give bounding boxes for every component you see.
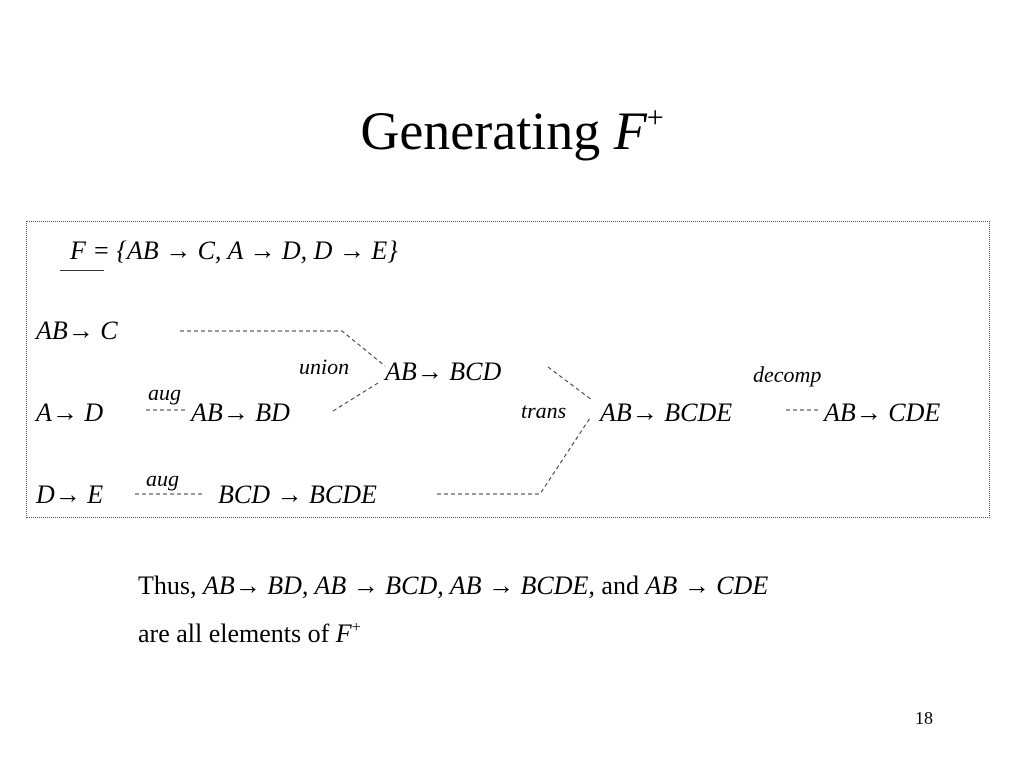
derivation-diagram-frame	[26, 221, 990, 518]
slide-number: 18	[915, 708, 933, 728]
given-fd-a-d: A→ D	[36, 398, 104, 427]
derived-fd-bcd-bcde: BCD → BCDE	[218, 480, 377, 509]
rule-label-aug-1: aug	[148, 380, 181, 405]
connector-ab-bcd-to-trans	[547, 366, 593, 401]
connector-ab-bd-to-union	[332, 382, 379, 412]
rule-label-aug-2: aug	[146, 466, 179, 491]
rule-label-union: union	[299, 354, 350, 379]
given-fd-set: F = {AB → C, A → D, D → E}	[70, 236, 398, 265]
connector-ab-c-to-union	[180, 330, 386, 367]
derived-fd-ab-bcde: AB→ BCDE	[600, 398, 733, 427]
rule-label-decomp: decomp	[753, 362, 822, 387]
derived-fd-ab-cde: AB→ CDE	[824, 398, 941, 427]
derived-fd-ab-bcd: AB→ BCD	[385, 357, 502, 386]
conclusion-line-1: Thus, AB→ BD, AB → BCD, AB → BCDE, and A…	[138, 571, 769, 600]
connector-bcd-bcde-to-trans	[437, 417, 591, 495]
rule-label-trans: trans	[521, 398, 567, 423]
given-fd-d-e: D→ E	[36, 480, 104, 509]
given-set-underline	[60, 270, 104, 271]
page-title: Generating F+	[360, 101, 664, 161]
given-fd-ab-c: AB→ C	[36, 316, 118, 345]
conclusion-text: Thus, AB→ BD, AB → BCD, AB → BCDE, and A…	[138, 565, 768, 655]
derived-fd-ab-bd: AB→ BD	[191, 398, 290, 427]
conclusion-line-2: are all elements of F+	[138, 619, 361, 648]
